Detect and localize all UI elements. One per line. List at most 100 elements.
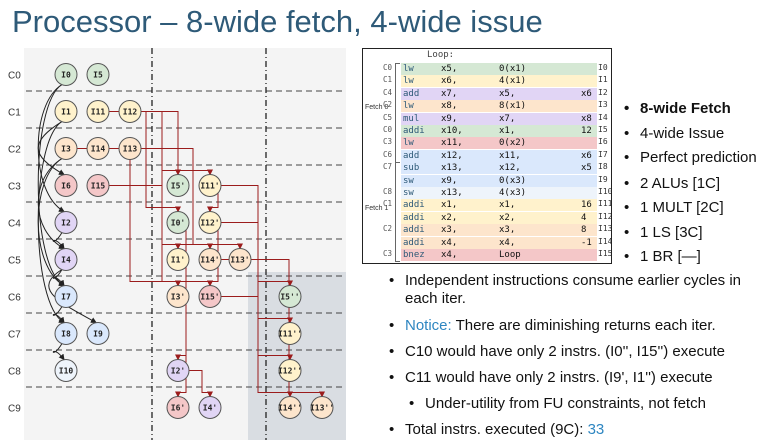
spec-prediction: Perfect prediction — [624, 149, 757, 166]
asm-instr-number: I12 — [598, 211, 612, 221]
instruction-node: I2' — [166, 359, 190, 382]
instruction-node: I12 — [118, 100, 142, 123]
notice-text: There are diminishing returns each iter. — [451, 317, 716, 334]
asm-c: 4 — [581, 212, 587, 223]
asm-c: x5 — [581, 163, 592, 174]
asm-a: x6, — [441, 76, 458, 87]
asm-op: addi — [403, 225, 425, 236]
asm-a: x4, — [441, 250, 458, 260]
instruction-node: I4 — [54, 248, 78, 271]
instruction-node: I2 — [54, 211, 78, 234]
instruction-node-label: I12'' — [278, 367, 302, 376]
fetch0-label: Fetch 0 — [365, 104, 389, 111]
cross-iteration-arrow — [189, 370, 213, 398]
instruction-node: I8 — [54, 322, 78, 345]
asm-cycle: C3 — [383, 249, 393, 258]
instruction-node-label: I7 — [61, 293, 71, 302]
asm-a: x7, — [441, 88, 458, 99]
asm-b: x4, — [499, 237, 516, 248]
spec-fetch: 8-wide Fetch — [624, 100, 731, 117]
asm-op: mul — [403, 113, 420, 124]
asm-instr-number: I7 — [598, 149, 608, 159]
cross-iteration-arrow — [77, 148, 181, 287]
asm-b: 4(x3) — [499, 188, 527, 198]
asm-cycle: C8 — [383, 187, 393, 196]
cycle-label: C9 — [8, 404, 21, 415]
cycle-label: C8 — [8, 367, 21, 378]
asm-instr-number: I10 — [598, 187, 612, 196]
asm-cycle: C1 — [383, 199, 393, 209]
cycle-label: C2 — [8, 145, 21, 156]
instruction-node-label: I4' — [203, 404, 217, 413]
instruction-node-label: I1' — [171, 256, 185, 265]
dependency-arrow — [52, 232, 65, 250]
asm-b: x5, — [499, 88, 516, 99]
instruction-node: I13 — [118, 137, 142, 160]
spec-issue: 4-wide Issue — [624, 125, 724, 142]
asm-b: 0(x3) — [499, 175, 527, 186]
cycle-label: C3 — [8, 182, 21, 193]
instruction-node-label: I14' — [200, 256, 219, 265]
asm-instr-number: I11 — [598, 199, 612, 209]
cycle-label: C4 — [8, 219, 21, 230]
instruction-node-label: I0 — [61, 71, 71, 80]
dependency-arrow — [37, 158, 65, 286]
asm-instr-number: I14 — [598, 236, 612, 246]
asm-op: addi — [403, 200, 425, 211]
fetch0-brace — [395, 63, 400, 163]
asm-b: Loop — [499, 250, 521, 260]
instruction-node: I6' — [166, 396, 190, 419]
cross-iteration-arrow — [141, 111, 213, 176]
dependency-arrow — [37, 84, 65, 286]
asm-a: x4, — [441, 237, 458, 248]
asm-a: x11, — [441, 138, 463, 149]
instruction-node: I13'' — [310, 396, 334, 419]
instruction-node: I14 — [86, 137, 110, 160]
asm-cycle: C5 — [383, 112, 393, 122]
instruction-node: I9 — [86, 322, 110, 345]
instruction-node-label: I14 — [91, 145, 106, 154]
instruction-node-label: I13' — [230, 256, 249, 265]
spec-mult: 1 MULT [2C] — [624, 199, 724, 216]
spec-br: 1 BR [—] — [624, 248, 701, 265]
instruction-node-label: I13'' — [310, 404, 334, 413]
instruction-node: I4' — [198, 396, 222, 419]
asm-a: x2, — [441, 212, 458, 223]
dependency-arrow — [48, 269, 97, 323]
asm-instr-number: I9 — [598, 174, 608, 184]
asm-op: lw — [403, 76, 414, 87]
dependency-arrow — [37, 121, 65, 175]
asm-a: x13, — [441, 163, 463, 174]
fetch1-brace — [395, 162, 400, 262]
cycle-label: C7 — [8, 330, 21, 341]
instruction-node-label: I13 — [123, 145, 138, 154]
asm-a: x8, — [441, 101, 458, 112]
instruction-node-label: I14'' — [278, 404, 302, 413]
note-diminishing: Notice: There are diminishing returns ea… — [389, 317, 716, 334]
fetch1-label: Fetch 1 — [365, 205, 389, 212]
asm-b: 0(x1) — [499, 64, 527, 74]
spec-alu: 2 ALUs [1C] — [624, 175, 720, 192]
instruction-node-label: I8 — [61, 330, 71, 339]
asm-b: x12, — [499, 163, 521, 174]
asm-cycle: C1 — [383, 75, 393, 85]
instruction-node-label: I0' — [171, 219, 185, 228]
instruction-node: I0 — [54, 63, 78, 86]
instruction-node-label: I15 — [91, 182, 106, 191]
asm-c: x6 — [581, 88, 592, 99]
asm-cycle: C6 — [383, 149, 393, 159]
asm-b: x11, — [499, 150, 521, 161]
asm-b: x7, — [499, 113, 516, 124]
asm-op: add — [403, 150, 420, 161]
instruction-node-label: I3' — [171, 293, 185, 302]
asm-a: x10, — [441, 126, 463, 136]
